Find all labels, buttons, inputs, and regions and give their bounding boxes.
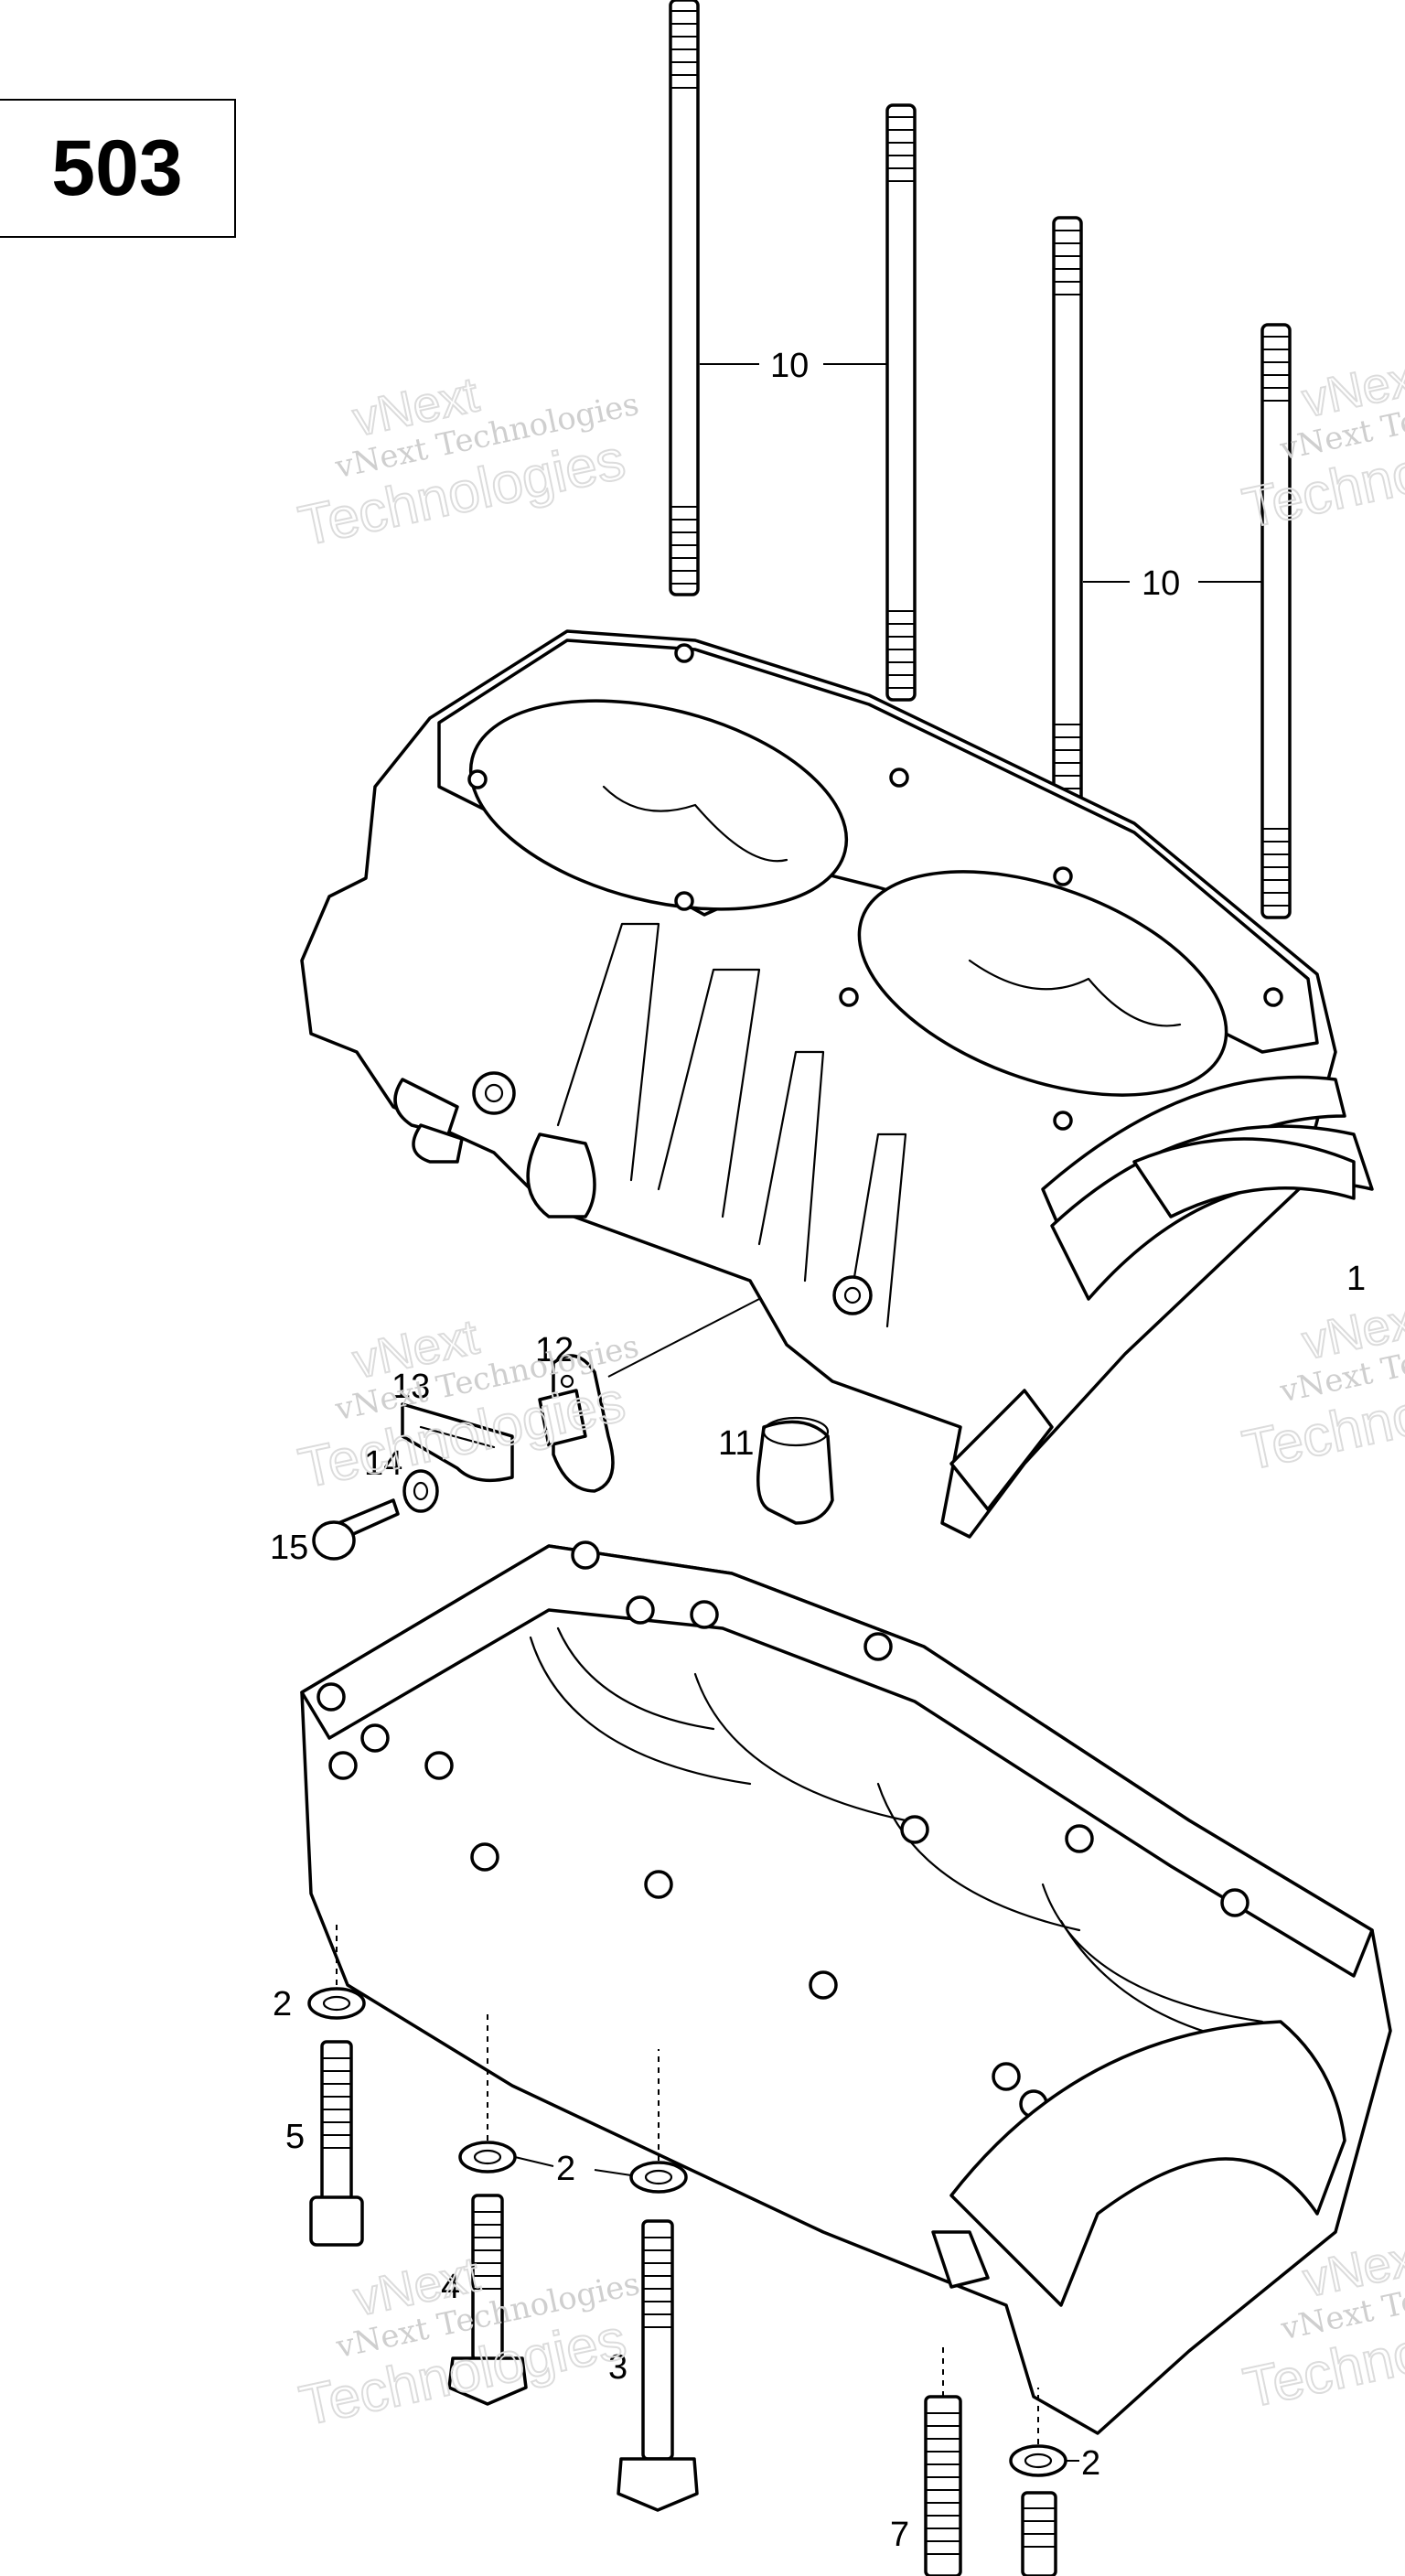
leader-lines: [336, 363, 1262, 2462]
callout-1: 1: [1346, 1260, 1366, 1298]
watermark-group-5: vNext vNext Technologies Technologies: [1237, 1290, 1405, 1484]
lower-crankcase: [300, 1540, 1392, 2435]
grommet-11: [756, 1416, 834, 1525]
watermark-group-3: vNext vNext Technologies Technologies: [294, 2246, 643, 2439]
callout-numbers: 10 10 1 12 13 14 15 11 2 5 2 4 3 2 7: [270, 347, 1366, 2554]
upper-crankcase: [300, 629, 1374, 1539]
callout-7: 7: [890, 2516, 909, 2554]
stud-7: [924, 2395, 962, 2576]
stud-holes: [467, 643, 1283, 1131]
callout-3: 3: [608, 2348, 627, 2387]
callout-10-b: 10: [1142, 564, 1180, 603]
callout-13: 13: [391, 1368, 430, 1406]
bolt-4: [447, 2194, 528, 2406]
callout-5: 5: [285, 2118, 305, 2156]
washer-2-a: [307, 1987, 366, 2020]
callout-14: 14: [364, 1444, 402, 1483]
callout-2-a: 2: [273, 1985, 292, 2023]
callout-11: 11: [718, 1424, 754, 1463]
washer-14: [402, 1469, 439, 1513]
stud-bolt-3: [1052, 216, 1083, 816]
clamp-13: [401, 1402, 514, 1483]
callout-12: 12: [535, 1331, 574, 1369]
callout-4: 4: [441, 2268, 460, 2306]
bracket-12: [538, 1354, 615, 1493]
stud-bolt-2: [885, 103, 917, 702]
bolt-5: [309, 2040, 364, 2247]
washer-2-d: [1009, 2444, 1067, 2477]
washer-2-c: [629, 2161, 688, 2194]
thread-marks: [670, 10, 698, 585]
bolt-3: [617, 2219, 699, 2512]
washer-2-b: [458, 2141, 517, 2174]
callout-2-b: 2: [556, 2150, 575, 2188]
callout-15: 15: [270, 1529, 308, 1567]
page-number-box: 503: [0, 99, 236, 238]
watermark-group-1: vNext vNext Technologies Technologies: [293, 366, 642, 559]
stud-lower-right: [1021, 2491, 1057, 2576]
callout-2-c: 2: [1081, 2444, 1100, 2483]
bolt-15: [312, 1498, 400, 1561]
stud-bolt-1: [669, 0, 700, 596]
page-number: 503: [51, 123, 183, 212]
callout-10-a: 10: [770, 347, 809, 385]
stud-bolt-4: [1260, 323, 1292, 919]
watermark-group-4: vNext vNext Technologies Technologies: [1237, 348, 1405, 542]
